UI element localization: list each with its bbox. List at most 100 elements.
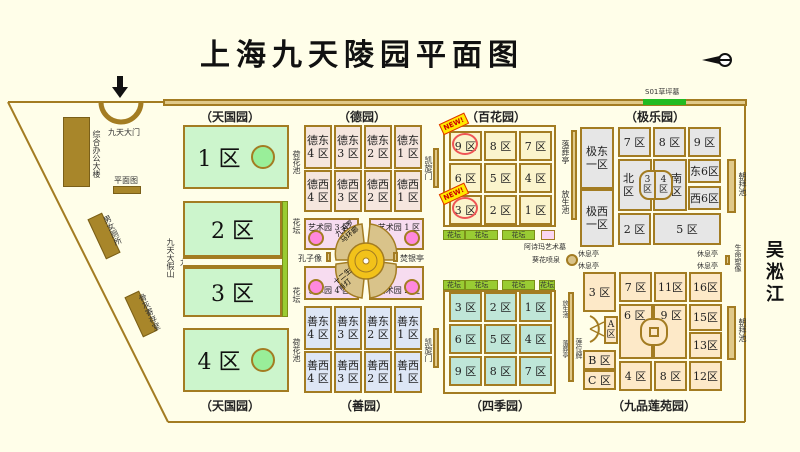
siji-6[interactable]: 6 区 xyxy=(449,324,482,354)
baihua-5[interactable]: 5 区 xyxy=(484,163,517,193)
shan-east-3[interactable]: 善东 3 区 xyxy=(334,306,362,350)
jiupin-11[interactable]: 11区 xyxy=(654,272,687,302)
de-east-2[interactable]: 德东 2 区 xyxy=(364,125,392,169)
tianguo-block-3[interactable]: 3 区 xyxy=(183,267,282,317)
baihua-4[interactable]: 4 区 xyxy=(519,163,552,193)
jile-5[interactable]: 5 区 xyxy=(653,213,721,245)
rest-pavilion-label: 休息亭 xyxy=(697,262,718,270)
baihua-side-strip xyxy=(571,130,577,220)
shan-east-4[interactable]: 善东 4 区 xyxy=(304,306,332,350)
de-garden-title: （德园） xyxy=(338,110,387,124)
block-label: 3 区 xyxy=(211,282,254,307)
jiupin-7[interactable]: 7 区 xyxy=(619,272,652,302)
release-pond-label: 放生池 xyxy=(561,300,568,318)
waterfall-path xyxy=(183,257,282,267)
jile-west-6[interactable]: 西6区 xyxy=(688,186,721,210)
siji-7[interactable]: 7 区 xyxy=(519,356,552,386)
baihua-7[interactable]: 7 区 xyxy=(519,131,552,161)
baihua-2[interactable]: 2 区 xyxy=(484,195,517,225)
tianguo-block-2[interactable]: 2 区 xyxy=(183,201,282,257)
art-tomb-block[interactable] xyxy=(541,230,555,240)
de-east-3[interactable]: 德东 3 区 xyxy=(334,125,362,169)
de-west-1[interactable]: 德西 1 区 xyxy=(394,170,422,212)
jile-center-octagon[interactable]: 3 区 4 区 xyxy=(639,170,673,200)
siji-8[interactable]: 8 区 xyxy=(484,356,517,386)
buddha-wall-icon xyxy=(589,315,605,343)
office-building[interactable] xyxy=(63,117,90,187)
jile-4: 4 区 xyxy=(658,175,668,195)
shan-west-4[interactable]: 善西 4 区 xyxy=(304,351,332,393)
jiupin-A[interactable]: A 区 xyxy=(604,316,618,344)
flowerbed-label: 花坛 xyxy=(292,287,301,303)
jile-8[interactable]: 8 区 xyxy=(653,127,686,157)
jiupin-4[interactable]: 4 区 xyxy=(619,361,652,391)
tianguo-block-1[interactable]: 1 区 xyxy=(183,125,289,189)
shan-west-3[interactable]: 善西 3 区 xyxy=(334,351,362,393)
jile-2[interactable]: 2 区 xyxy=(618,213,651,245)
jiupin-B[interactable]: B 区 xyxy=(583,350,616,370)
flowerbed: 花坛 xyxy=(443,230,465,240)
shan-west-2[interactable]: 善西 2 区 xyxy=(364,351,392,393)
flowerbed: 花坛 xyxy=(502,280,535,290)
shan-east-1[interactable]: 善东 1 区 xyxy=(394,306,422,350)
gate-label: 九天大门 xyxy=(108,128,140,137)
jile-east-6[interactable]: 东6区 xyxy=(688,159,721,183)
jile-9[interactable]: 9 区 xyxy=(688,127,721,157)
jiupin-C[interactable]: C 区 xyxy=(583,370,616,390)
de-east-1[interactable]: 德东 1 区 xyxy=(394,125,422,169)
flowerbed: 花坛 xyxy=(443,280,465,290)
confucius-statue xyxy=(326,252,331,262)
confucius-label: 孔子像 xyxy=(298,254,322,263)
block-label: 1 区 xyxy=(197,147,241,172)
art-pond-icon xyxy=(308,279,324,295)
shan-west-1[interactable]: 善西 1 区 xyxy=(394,351,422,393)
block-label: 9 区 xyxy=(660,309,683,322)
baihua-1[interactable]: 1 区 xyxy=(519,195,552,225)
jile-west-1[interactable]: 极西 一区 xyxy=(580,189,614,247)
siji-side-strip xyxy=(568,292,574,382)
flowerbed: 花坛 xyxy=(465,280,498,290)
tianguo-block-4[interactable]: 4 区 xyxy=(183,328,289,392)
pond-icon xyxy=(250,145,275,169)
zodiac-circle[interactable] xyxy=(322,218,410,302)
shan-east-2[interactable]: 善东 2 区 xyxy=(364,306,392,350)
art-pond-icon xyxy=(404,279,420,295)
siji-3[interactable]: 3 区 xyxy=(449,292,482,322)
block-label: 4 区 xyxy=(197,350,241,375)
jile-east-1[interactable]: 极东 一区 xyxy=(580,127,614,189)
triumph-gate-label: 凯旋门 xyxy=(424,338,433,362)
de-west-2[interactable]: 德西 2 区 xyxy=(364,170,392,212)
jiupin-3[interactable]: 3 区 xyxy=(583,272,616,312)
siji-4[interactable]: 4 区 xyxy=(519,324,552,354)
siji-2[interactable]: 2 区 xyxy=(484,292,517,322)
lotus-pavilion-icon xyxy=(640,318,668,346)
de-west-4[interactable]: 德西 4 区 xyxy=(304,170,332,212)
lawn-tomb-strip xyxy=(643,99,686,105)
de-west-3[interactable]: 德西 3 区 xyxy=(334,170,362,212)
bell-pavilion xyxy=(393,252,398,262)
baihua-8[interactable]: 8 区 xyxy=(484,131,517,161)
jiupin-8[interactable]: 8 区 xyxy=(654,361,687,391)
release-pond-label: 放生池 xyxy=(561,190,570,214)
flowerbed: 花坛 xyxy=(502,230,535,240)
siji-9[interactable]: 9 区 xyxy=(449,356,482,386)
siji-garden-title: （四季园） xyxy=(470,399,531,413)
siji-1[interactable]: 1 区 xyxy=(519,292,552,322)
tianguo-garden-title: （天国园） xyxy=(200,110,261,124)
map-board[interactable] xyxy=(113,186,141,194)
de-east-4[interactable]: 德东 4 区 xyxy=(304,125,332,169)
jiupin-12[interactable]: 12区 xyxy=(689,361,722,391)
jiupin-16[interactable]: 16区 xyxy=(689,272,722,302)
worship-pond xyxy=(727,306,736,360)
jile-7[interactable]: 7 区 xyxy=(618,127,651,157)
flowerbed: 花坛 xyxy=(539,280,555,290)
lotus-tablet-label: 莲位牌 xyxy=(575,338,583,359)
office-label: 综合办公大楼 xyxy=(92,130,101,178)
jiupin-13[interactable]: 13区 xyxy=(689,332,722,359)
block-label: 6 区 xyxy=(624,309,646,322)
jiupin-15[interactable]: 15区 xyxy=(689,304,722,331)
worship-pond-label: 朝拜池 xyxy=(738,172,747,196)
siji-5[interactable]: 5 区 xyxy=(484,324,517,354)
block-label: 2 区 xyxy=(211,219,254,244)
flowerbed-label: 花坛 xyxy=(292,218,301,234)
